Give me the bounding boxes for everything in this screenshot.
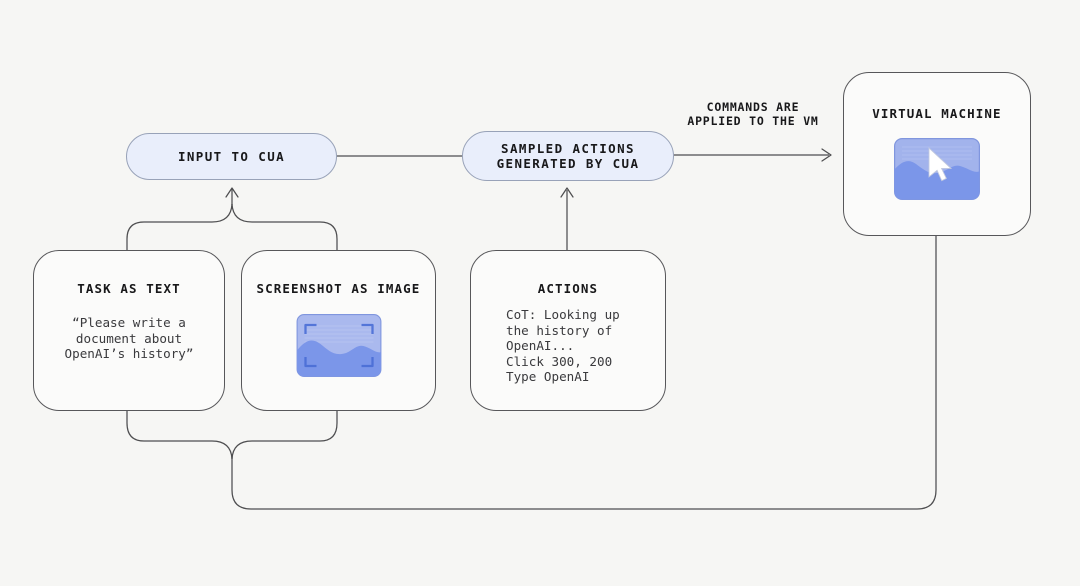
node-screenshot-as-image: SCREENSHOT AS IMAGE (241, 250, 436, 411)
cursor-icon (928, 147, 953, 182)
actions-body-text: CoT: Looking up the history of OpenAI...… (506, 307, 620, 384)
screenshot-title: SCREENSHOT AS IMAGE (256, 281, 421, 296)
node-actions: ACTIONS CoT: Looking up the history of O… (470, 250, 666, 411)
vm-screen-icon (894, 138, 980, 200)
node-input-to-cua: INPUT TO CUA (126, 133, 337, 180)
commands-applied-label: COMMANDS ARE APPLIED TO THE VM (687, 100, 819, 128)
brace-bottom-left (126, 411, 233, 460)
screenshot-image-icon (296, 314, 381, 377)
node-virtual-machine: VIRTUAL MACHINE (843, 72, 1031, 236)
actions-title: ACTIONS (537, 281, 599, 296)
arrowhead-to-input-icon (225, 187, 239, 198)
node-task-as-text: TASK AS TEXT “Please write a document ab… (33, 250, 225, 411)
task-body-text: “Please write a document about OpenAI’s … (64, 315, 194, 362)
task-title: TASK AS TEXT (77, 281, 181, 296)
brace-bottom-right (231, 411, 338, 460)
crop-marks-icon (303, 323, 374, 368)
brace-top-left (126, 203, 233, 250)
arrowhead-to-sampled-icon (560, 187, 574, 198)
vm-title: VIRTUAL MACHINE (872, 106, 1002, 121)
node-sampled-actions: SAMPLED ACTIONS GENERATED BY CUA (462, 131, 674, 181)
arrowhead-to-vm-icon (821, 148, 832, 162)
brace-top-right (231, 203, 338, 250)
